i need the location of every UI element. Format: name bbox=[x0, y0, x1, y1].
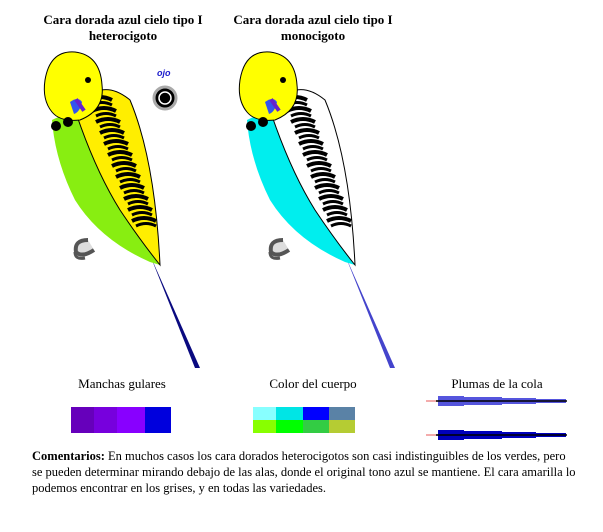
body-swatch bbox=[276, 420, 303, 433]
body-swatch bbox=[329, 420, 355, 433]
tail-feathers-label: Plumas de la cola bbox=[451, 376, 543, 391]
gular-swatch bbox=[71, 407, 94, 433]
tail bbox=[345, 255, 395, 368]
tail-feather-dark bbox=[426, 430, 567, 440]
head bbox=[43, 51, 103, 121]
body-color-label: Color del cuerpo bbox=[269, 376, 357, 391]
eye-icon bbox=[152, 85, 178, 111]
gular-swatch bbox=[145, 407, 171, 433]
eye-label: ojo bbox=[157, 68, 171, 78]
tail bbox=[150, 255, 200, 368]
body-swatch bbox=[303, 407, 329, 420]
bird-homozygous-illustration bbox=[238, 51, 395, 368]
body-swatch bbox=[253, 420, 276, 433]
body-swatch bbox=[329, 407, 355, 420]
body-swatch bbox=[303, 420, 329, 433]
gular-swatch bbox=[94, 407, 117, 433]
gular-spots-swatches bbox=[71, 407, 171, 433]
body-swatch bbox=[253, 407, 276, 420]
gular-spots-label: Manchas gulares bbox=[78, 376, 166, 391]
body-swatch bbox=[276, 407, 303, 420]
bird-heterozygous-illustration bbox=[43, 51, 200, 368]
body-color-swatches bbox=[253, 407, 355, 433]
comments: Comentarios: En muchos casos los cara do… bbox=[32, 449, 576, 495]
head bbox=[238, 51, 298, 121]
gular-swatch bbox=[117, 407, 145, 433]
tail-feather-light bbox=[426, 396, 567, 406]
